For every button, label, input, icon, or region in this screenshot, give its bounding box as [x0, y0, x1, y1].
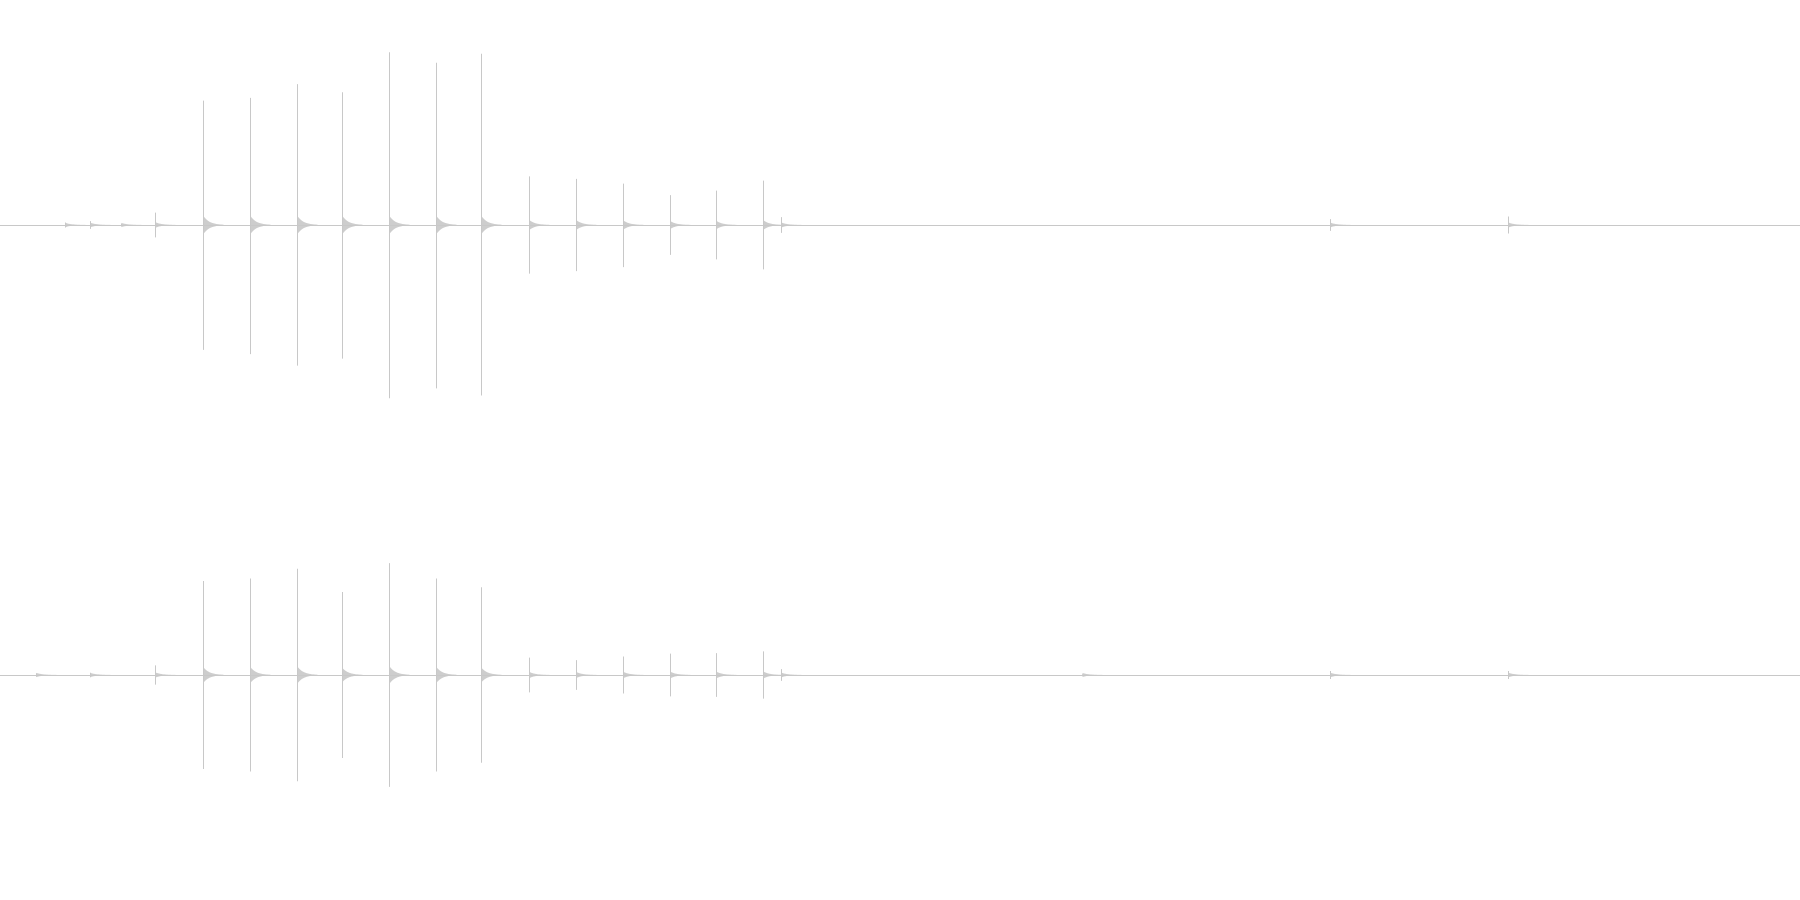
waveform-decay	[781, 222, 802, 228]
waveform-decay	[90, 672, 111, 678]
waveform-decay	[670, 671, 691, 679]
waveform-decay	[763, 671, 784, 679]
waveform-decay	[436, 216, 457, 234]
waveform-decay	[203, 667, 224, 683]
waveform-decay	[436, 667, 457, 683]
waveform-decay	[250, 216, 271, 234]
waveform-decay	[716, 671, 737, 679]
waveform-decay	[1508, 672, 1529, 678]
waveform-decay	[763, 220, 784, 230]
waveform-decay	[155, 222, 176, 228]
waveform-decay	[1508, 222, 1529, 228]
waveform-decay	[1330, 222, 1351, 228]
waveform-decay	[389, 216, 410, 234]
waveform-decay	[36, 672, 57, 678]
waveform-decay	[716, 220, 737, 230]
waveform-decay	[529, 220, 550, 230]
waveform-decay	[155, 672, 176, 678]
waveform-decay	[389, 666, 410, 684]
waveform-decay	[342, 216, 363, 234]
waveform-decay	[121, 222, 142, 228]
waveform-decay	[342, 668, 363, 682]
waveform-decay	[481, 216, 502, 234]
waveform-decay	[297, 666, 318, 684]
waveform-decay	[65, 222, 86, 228]
waveform-decay	[203, 216, 224, 234]
waveform-decay	[297, 216, 318, 234]
waveform-decay	[576, 220, 597, 230]
waveform-decay	[623, 220, 644, 230]
waveform-decay	[250, 667, 271, 683]
waveform-decay	[529, 671, 550, 679]
waveform-decay	[1082, 672, 1103, 678]
waveform-decay	[670, 221, 691, 229]
waveform-decay	[90, 222, 111, 228]
waveform-decay	[576, 672, 597, 678]
waveform-channel-2	[0, 563, 1800, 787]
waveform-decay	[781, 672, 802, 678]
waveform-channel-1	[0, 52, 1800, 399]
waveform-decay	[1330, 672, 1351, 678]
waveform-decay	[623, 671, 644, 679]
waveform-decay	[481, 667, 502, 683]
